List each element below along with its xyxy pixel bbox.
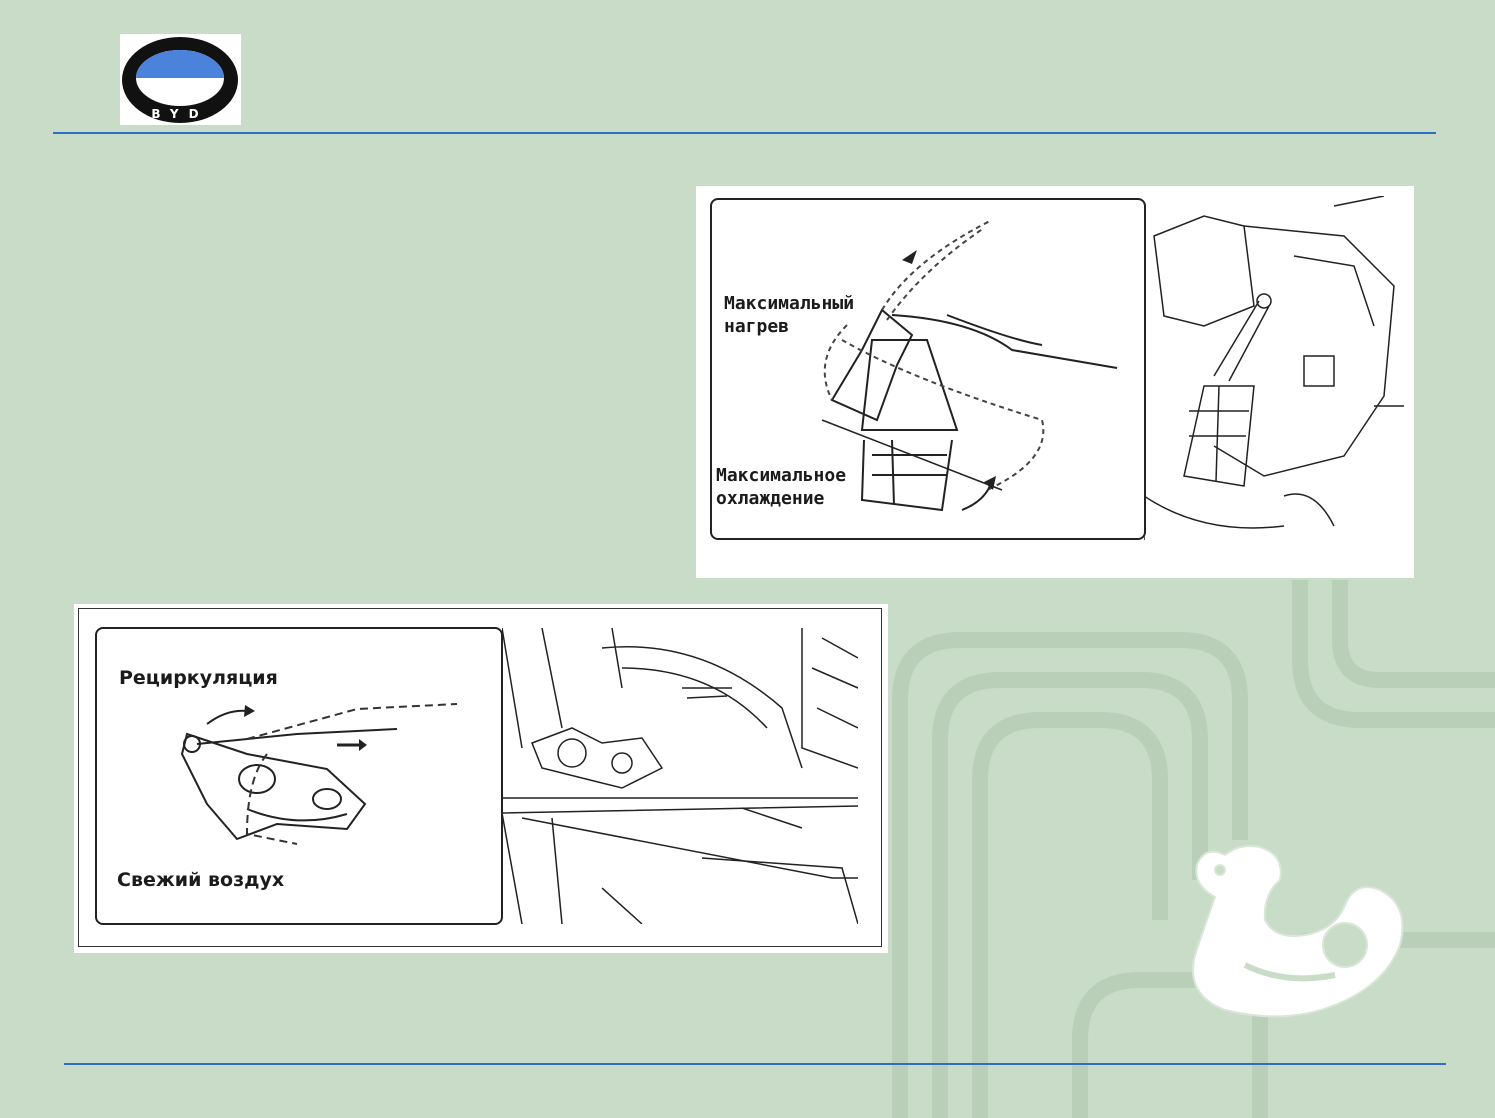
label-recirculation: Рециркуляция — [119, 667, 278, 689]
figure-frame — [78, 608, 882, 947]
dragon-jade-icon — [1192, 845, 1404, 1018]
figure-intake-damper: Рециркуляция Свежий воздух — [74, 604, 888, 953]
heater-unit-photo-sketch — [1144, 196, 1404, 540]
svg-text:BYD: BYD — [151, 107, 208, 121]
intake-unit-photo-sketch — [502, 628, 858, 924]
header-divider — [53, 132, 1436, 134]
damper-lever-diagram — [821, 219, 1118, 512]
footer-divider — [64, 1063, 1446, 1065]
byd-logo-icon: BYD — [122, 37, 238, 123]
diagram-callout-panel: Рециркуляция Свежий воздух — [95, 627, 503, 925]
brand-logo: BYD — [120, 34, 241, 125]
label-fresh-air: Свежий воздух — [117, 869, 285, 891]
intake-lever-diagram — [180, 703, 458, 845]
